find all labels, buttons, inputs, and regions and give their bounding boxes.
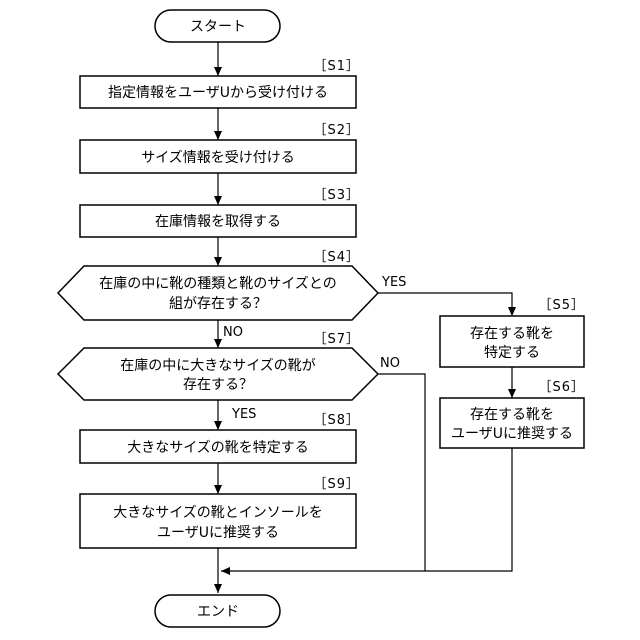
process-s6-line-1: 存在する靴を [470, 407, 554, 423]
step-tag-s1: ［S1］ [313, 59, 360, 74]
edge-s4-s5 [378, 293, 512, 316]
step-tag-s8: ［S8］ [313, 413, 360, 428]
process-s8-text: 大きなサイズの靴を特定する [127, 440, 309, 456]
process-s6-line-2: ユーザUに推奨する [451, 426, 573, 442]
process-s3-text: 在庫情報を取得する [155, 213, 281, 230]
step-tag-s9: ［S9］ [313, 477, 360, 492]
process-s5-line-1: 存在する靴を [470, 326, 554, 342]
decision-s7-line-1: 在庫の中に大きなサイズの靴が [120, 357, 316, 374]
decision-s7-line-2: 存在する？ [183, 377, 253, 393]
process-s2-text: サイズ情報を受け付ける [141, 150, 295, 166]
process-s1-text: 指定情報をユーザUから受け付ける [108, 85, 328, 101]
process-s5-line-2: 特定する [484, 345, 540, 361]
process-s9-line-2: ユーザUに推奨する [157, 525, 279, 541]
start-label: スタート [190, 19, 246, 35]
step-tag-s7: ［S7］ [313, 332, 360, 347]
decision-s4-line-1: 在庫の中に靴の種類と靴のサイズとの [99, 275, 336, 292]
decision-s4-line-2: 組が存在する？ [169, 296, 267, 312]
process-s9-line-1: 大きなサイズの靴とインソールを [113, 505, 323, 521]
branch-label-s4-no: NO [223, 325, 243, 340]
branch-label-s7-no: NO [380, 356, 400, 371]
branch-label-s4-yes: YES [381, 275, 406, 290]
step-tag-s3: ［S3］ [313, 188, 360, 203]
step-tag-s4: ［S4］ [313, 250, 360, 265]
step-tag-s6: ［S6］ [538, 380, 585, 395]
step-tag-s5: ［S5］ [538, 298, 585, 313]
edge-s7-no-merge [378, 374, 425, 571]
branch-label-s7-yes: YES [231, 407, 256, 422]
end-label: エンド [197, 604, 239, 620]
step-tag-s2: ［S2］ [313, 123, 360, 138]
